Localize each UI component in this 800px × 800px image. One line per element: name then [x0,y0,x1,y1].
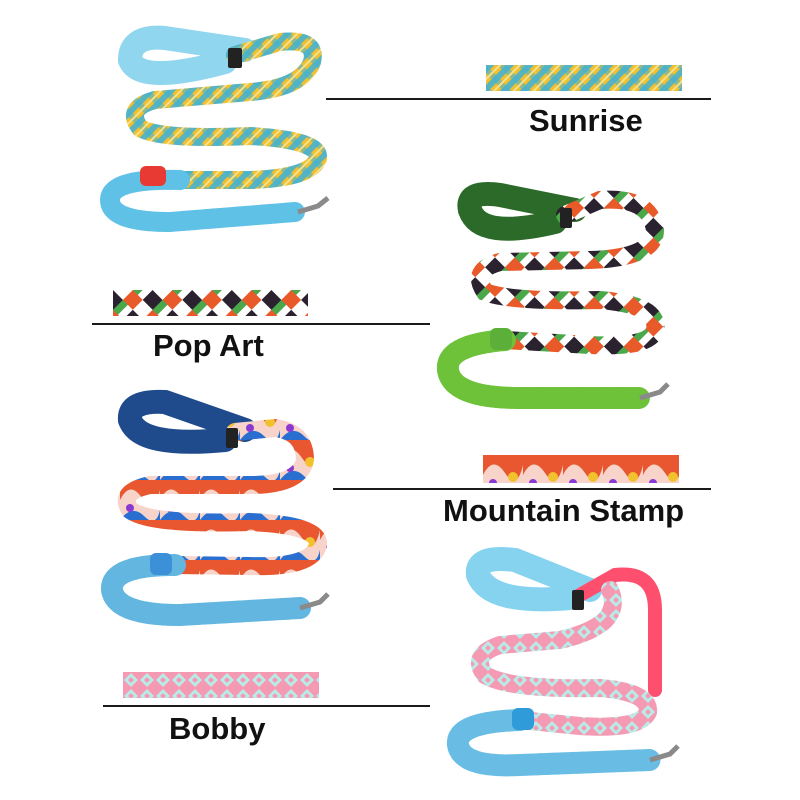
stopper-icon [150,553,172,575]
mountain-stamp-swatch [483,455,679,483]
sunrise-divider [326,98,711,100]
pop-art-leash [436,182,670,409]
buckle-icon [572,590,584,610]
sunrise-swatch [486,65,682,91]
buckle-icon [226,428,238,448]
bobby-leash [446,547,680,777]
product-name-bobby: Bobby [169,711,266,746]
stopper-icon [512,708,534,730]
pop-art-swatch [113,290,308,316]
clip-icon [297,196,330,215]
buckle-icon [560,208,572,228]
product-name-mountain-stamp: Mountain Stamp [443,493,685,528]
clip-icon [299,592,330,611]
mountain-stamp-leash [101,389,330,627]
product-name-pop-art: Pop Art [153,328,264,363]
pop-art-divider [92,323,430,325]
bobby-divider [103,705,430,707]
sunrise-leash [99,25,330,233]
mountain-stamp-divider [333,488,711,490]
product-name-sunrise: Sunrise [529,103,643,138]
buckle-icon [228,48,242,68]
stopper-icon [490,328,512,350]
stopper-icon [140,166,166,186]
clip-icon [649,744,680,763]
clip-icon [639,382,670,401]
bobby-swatch [123,672,319,698]
